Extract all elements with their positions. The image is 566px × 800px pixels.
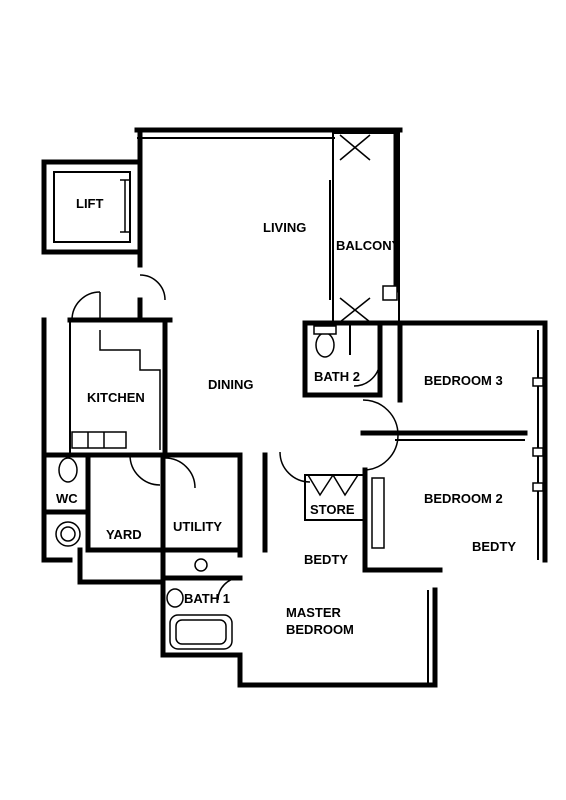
label-bedty-bedroom-2: BEDTY bbox=[472, 539, 516, 554]
label-bedroom-3: BEDROOM 3 bbox=[424, 373, 503, 388]
label-master-bedroom-1: MASTER bbox=[286, 605, 342, 620]
label-balcony: BALCONY bbox=[336, 238, 401, 253]
label-utility: UTILITY bbox=[173, 519, 222, 534]
label-living: LIVING bbox=[263, 220, 306, 235]
label-bath-2: BATH 2 bbox=[314, 369, 360, 384]
label-yard: YARD bbox=[106, 527, 142, 542]
label-store: STORE bbox=[310, 502, 355, 517]
label-bath-1: BATH 1 bbox=[184, 591, 230, 606]
label-wc: WC bbox=[56, 491, 78, 506]
label-kitchen: KITCHEN bbox=[87, 390, 145, 405]
label-lift: LIFT bbox=[76, 196, 103, 211]
label-bedroom-2: BEDROOM 2 bbox=[424, 491, 503, 506]
walls bbox=[41, 127, 548, 688]
label-dining: DINING bbox=[208, 377, 254, 392]
label-master-bedroom-2: BEDROOM bbox=[286, 622, 354, 637]
label-bedty-master: BEDTY bbox=[304, 552, 348, 567]
room-labels: LIFT LIVING BALCONY KITCHEN DINING BATH … bbox=[56, 196, 516, 637]
